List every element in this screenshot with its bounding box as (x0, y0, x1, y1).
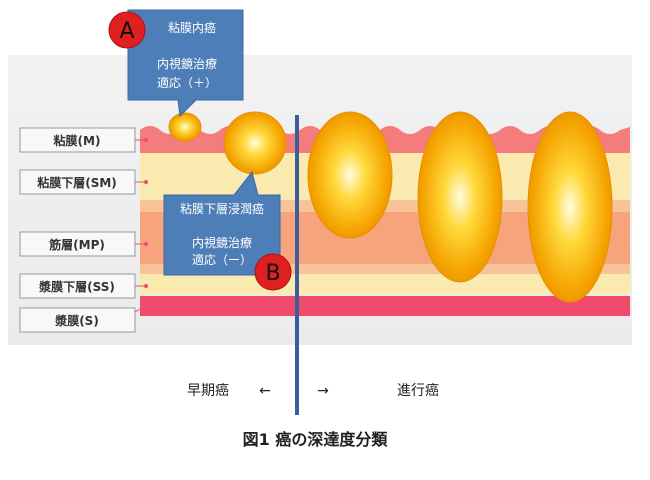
layer-label-serosa: 漿膜(S) (19, 304, 148, 333)
callout-a: 粘膜内癌 内視鏡治療 適応（＋） A (108, 9, 244, 118)
right-arrow: → (317, 383, 329, 399)
callout-a-title: 粘膜内癌 (168, 20, 216, 35)
callout-b: 粘膜下層浸潤癌 内視鏡治療 適応（ー） B (163, 170, 292, 291)
layer-label-muscle: 筋層(MP) (19, 231, 148, 257)
callout-b-line1: 内視鏡治療 (192, 235, 252, 250)
tumor-advanced-subserosa (417, 111, 503, 283)
layer-label-mucosa: 粘膜(M) (19, 127, 148, 153)
layer-label-subserosa: 漿膜下層(SS) (19, 273, 148, 299)
layer-serosa (140, 296, 630, 316)
left-arrow: ← (259, 383, 271, 399)
early-cancer-label: 早期癌 (187, 383, 229, 399)
figure-caption: 図1 癌の深達度分類 (243, 430, 389, 449)
tumors (168, 111, 613, 303)
tumor-advanced-serosa (527, 111, 613, 303)
layer-label-submucosa: 粘膜下層(SM) (19, 169, 148, 195)
callout-a-line1: 内視鏡治療 (157, 56, 217, 71)
tumor-mucosal (168, 112, 202, 142)
advanced-cancer-label: 進行癌 (397, 383, 439, 399)
marker-b (254, 253, 292, 291)
stage-labels: 早期癌 ← → 進行癌 (187, 383, 439, 399)
callout-b-title: 粘膜下層浸潤癌 (180, 201, 264, 216)
marker-a (108, 11, 146, 49)
marker-b-label: B (265, 261, 280, 286)
layer-labels: 粘膜(M) 粘膜下層(SM) 筋層(MP) 漿膜下層(SS) 漿膜(S) (19, 127, 148, 333)
layer-label-text: 漿膜下層(SS) (38, 279, 115, 294)
layer-muscle-bottom-band (140, 264, 630, 274)
tumor-submucosal (223, 111, 287, 175)
callout-b-box (163, 170, 281, 276)
layer-label-text: 粘膜(M) (54, 133, 101, 148)
layer-label-text: 漿膜(S) (54, 313, 99, 328)
callout-a-line2: 適応（＋） (157, 75, 217, 90)
layer-label-text: 粘膜下層(SM) (37, 175, 117, 190)
tumor-advanced-muscle (307, 111, 393, 239)
marker-a-label: A (119, 19, 134, 44)
callout-a-box (127, 9, 244, 118)
callout-b-line2: 適応（ー） (192, 252, 252, 267)
layer-label-text: 筋層(MP) (48, 237, 105, 252)
